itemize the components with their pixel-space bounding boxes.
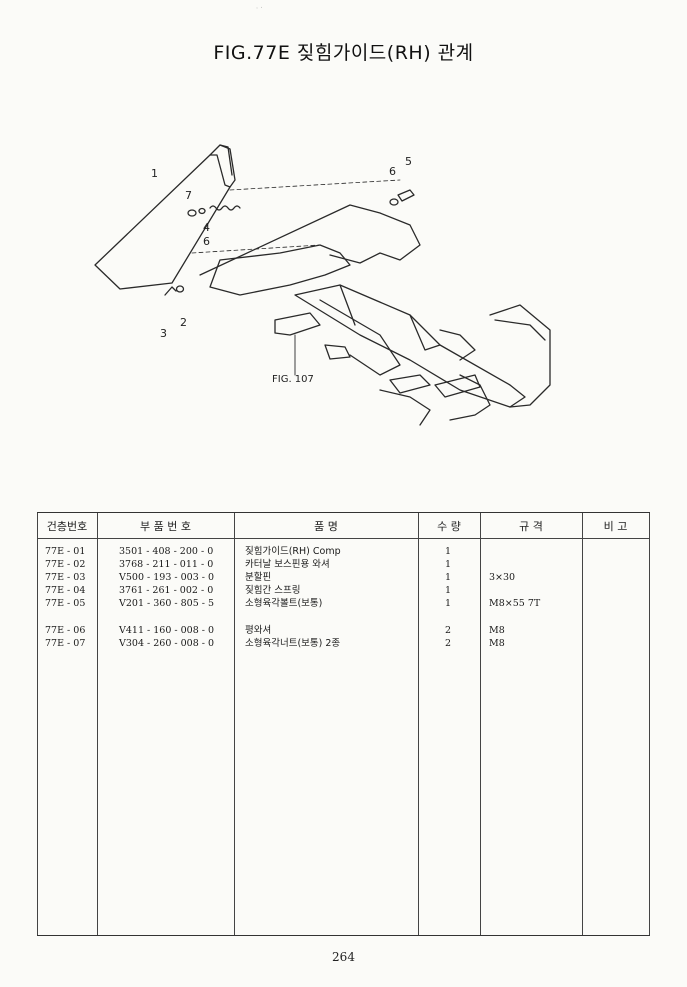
ref-no: 77E - 02 <box>45 559 86 570</box>
part-name: 카터날 보스핀용 와셔 <box>245 559 330 570</box>
part-name: 짖힘간 스프링 <box>245 585 301 596</box>
qty: 2 <box>445 638 452 649</box>
bolt-head <box>397 189 415 202</box>
part-name: 소형육각볼트(보통) <box>245 598 323 609</box>
ref-no: 77E - 05 <box>45 598 86 609</box>
col-border <box>582 513 583 935</box>
qty: 1 <box>445 559 452 570</box>
qty: 1 <box>445 546 452 557</box>
guide-plate <box>94 154 231 290</box>
part-no: V500 - 193 - 003 - 0 <box>119 572 215 583</box>
frame-lower <box>294 284 526 408</box>
ref-no: 77E - 03 <box>45 572 86 583</box>
ref-no: 77E - 01 <box>45 546 86 557</box>
part-no: V201 - 360 - 805 - 5 <box>119 598 215 609</box>
col-border <box>418 513 419 935</box>
callout-6-left: 6 <box>203 235 210 248</box>
ref-no: 77E - 06 <box>45 625 86 636</box>
part-name: 평와셔 <box>245 625 272 636</box>
header-part-no: 부 품 번 호 <box>140 520 191 533</box>
table-row: 77E - 07 V304 - 260 - 008 - 0 소형육각너트(보통)… <box>37 637 650 650</box>
ref-no: 77E - 07 <box>45 638 86 649</box>
part-name: 소형육각너트(보통) 2종 <box>245 638 341 649</box>
faint-stamp: · · <box>255 3 264 13</box>
spec: M8 <box>489 625 505 636</box>
col-border <box>234 513 235 935</box>
header-spec: 규 격 <box>519 520 543 533</box>
page-title: FIG.77E 짖힘가이드(RH) 관계 <box>213 42 474 64</box>
table-row: 77E - 03 V500 - 193 - 003 - 0 분할핀 1 3×30 <box>37 571 650 584</box>
frame-upper <box>199 204 421 276</box>
qty: 1 <box>445 585 452 596</box>
table-row: 77E - 02 3768 - 211 - 011 - 0 카터날 보스핀용 와… <box>37 558 650 571</box>
parts-diagram <box>80 135 560 440</box>
table-row: 77E - 01 3501 - 408 - 200 - 0 짖힘가이드(RH) … <box>37 545 650 558</box>
qty: 1 <box>445 572 452 583</box>
spring <box>209 205 241 211</box>
header-name: 품 명 <box>314 520 338 533</box>
parts-table: 건층번호 부 품 번 호 품 명 수 량 규 격 비 고 77E - 01 35… <box>37 512 650 936</box>
callout-5: 5 <box>405 155 412 168</box>
ref-no: 77E - 04 <box>45 585 86 596</box>
spec: M8 <box>489 638 505 649</box>
header-qty: 수 량 <box>437 520 461 533</box>
col-border <box>480 513 481 935</box>
part-name: 짖힘가이드(RH) Comp <box>245 546 341 557</box>
table-row: 77E - 04 3761 - 261 - 002 - 0 짖힘간 스프링 1 <box>37 584 650 597</box>
part-name: 분할핀 <box>245 572 272 583</box>
frame-bracket <box>209 244 351 296</box>
part-no: 3768 - 211 - 011 - 0 <box>119 559 214 570</box>
header-divider <box>37 538 650 539</box>
callout-1: 1 <box>151 167 158 180</box>
part-no: 3501 - 408 - 200 - 0 <box>119 546 214 557</box>
part-no: 3761 - 261 - 002 - 0 <box>119 585 214 596</box>
pipe-end <box>274 312 321 336</box>
callout-4: 4 <box>203 221 210 234</box>
col-border <box>649 513 650 935</box>
page-number: 264 <box>332 950 355 964</box>
spec: M8×55 7T <box>489 598 541 609</box>
washer <box>187 209 197 217</box>
callout-3: 3 <box>160 327 167 340</box>
callout-2: 2 <box>180 316 187 329</box>
callout-7: 7 <box>185 189 192 202</box>
spec: 3×30 <box>489 572 516 583</box>
col-border <box>97 513 98 935</box>
part-no: V411 - 160 - 008 - 0 <box>119 625 215 636</box>
part-no: V304 - 260 - 008 - 0 <box>119 638 215 649</box>
fig-reference: FIG. 107 <box>272 374 314 385</box>
table-row: 77E - 06 V411 - 160 - 008 - 0 평와셔 2 M8 <box>37 624 650 637</box>
parts-drawing <box>94 144 551 426</box>
table-row: 77E - 05 V201 - 360 - 805 - 5 소형육각볼트(보통)… <box>37 597 650 610</box>
col-border <box>37 513 38 935</box>
callout-6-right: 6 <box>389 165 396 178</box>
header-note: 비 고 <box>603 520 628 533</box>
qty: 1 <box>445 598 452 609</box>
header-ref-no: 건층번호 <box>46 520 88 533</box>
qty: 2 <box>445 625 452 636</box>
